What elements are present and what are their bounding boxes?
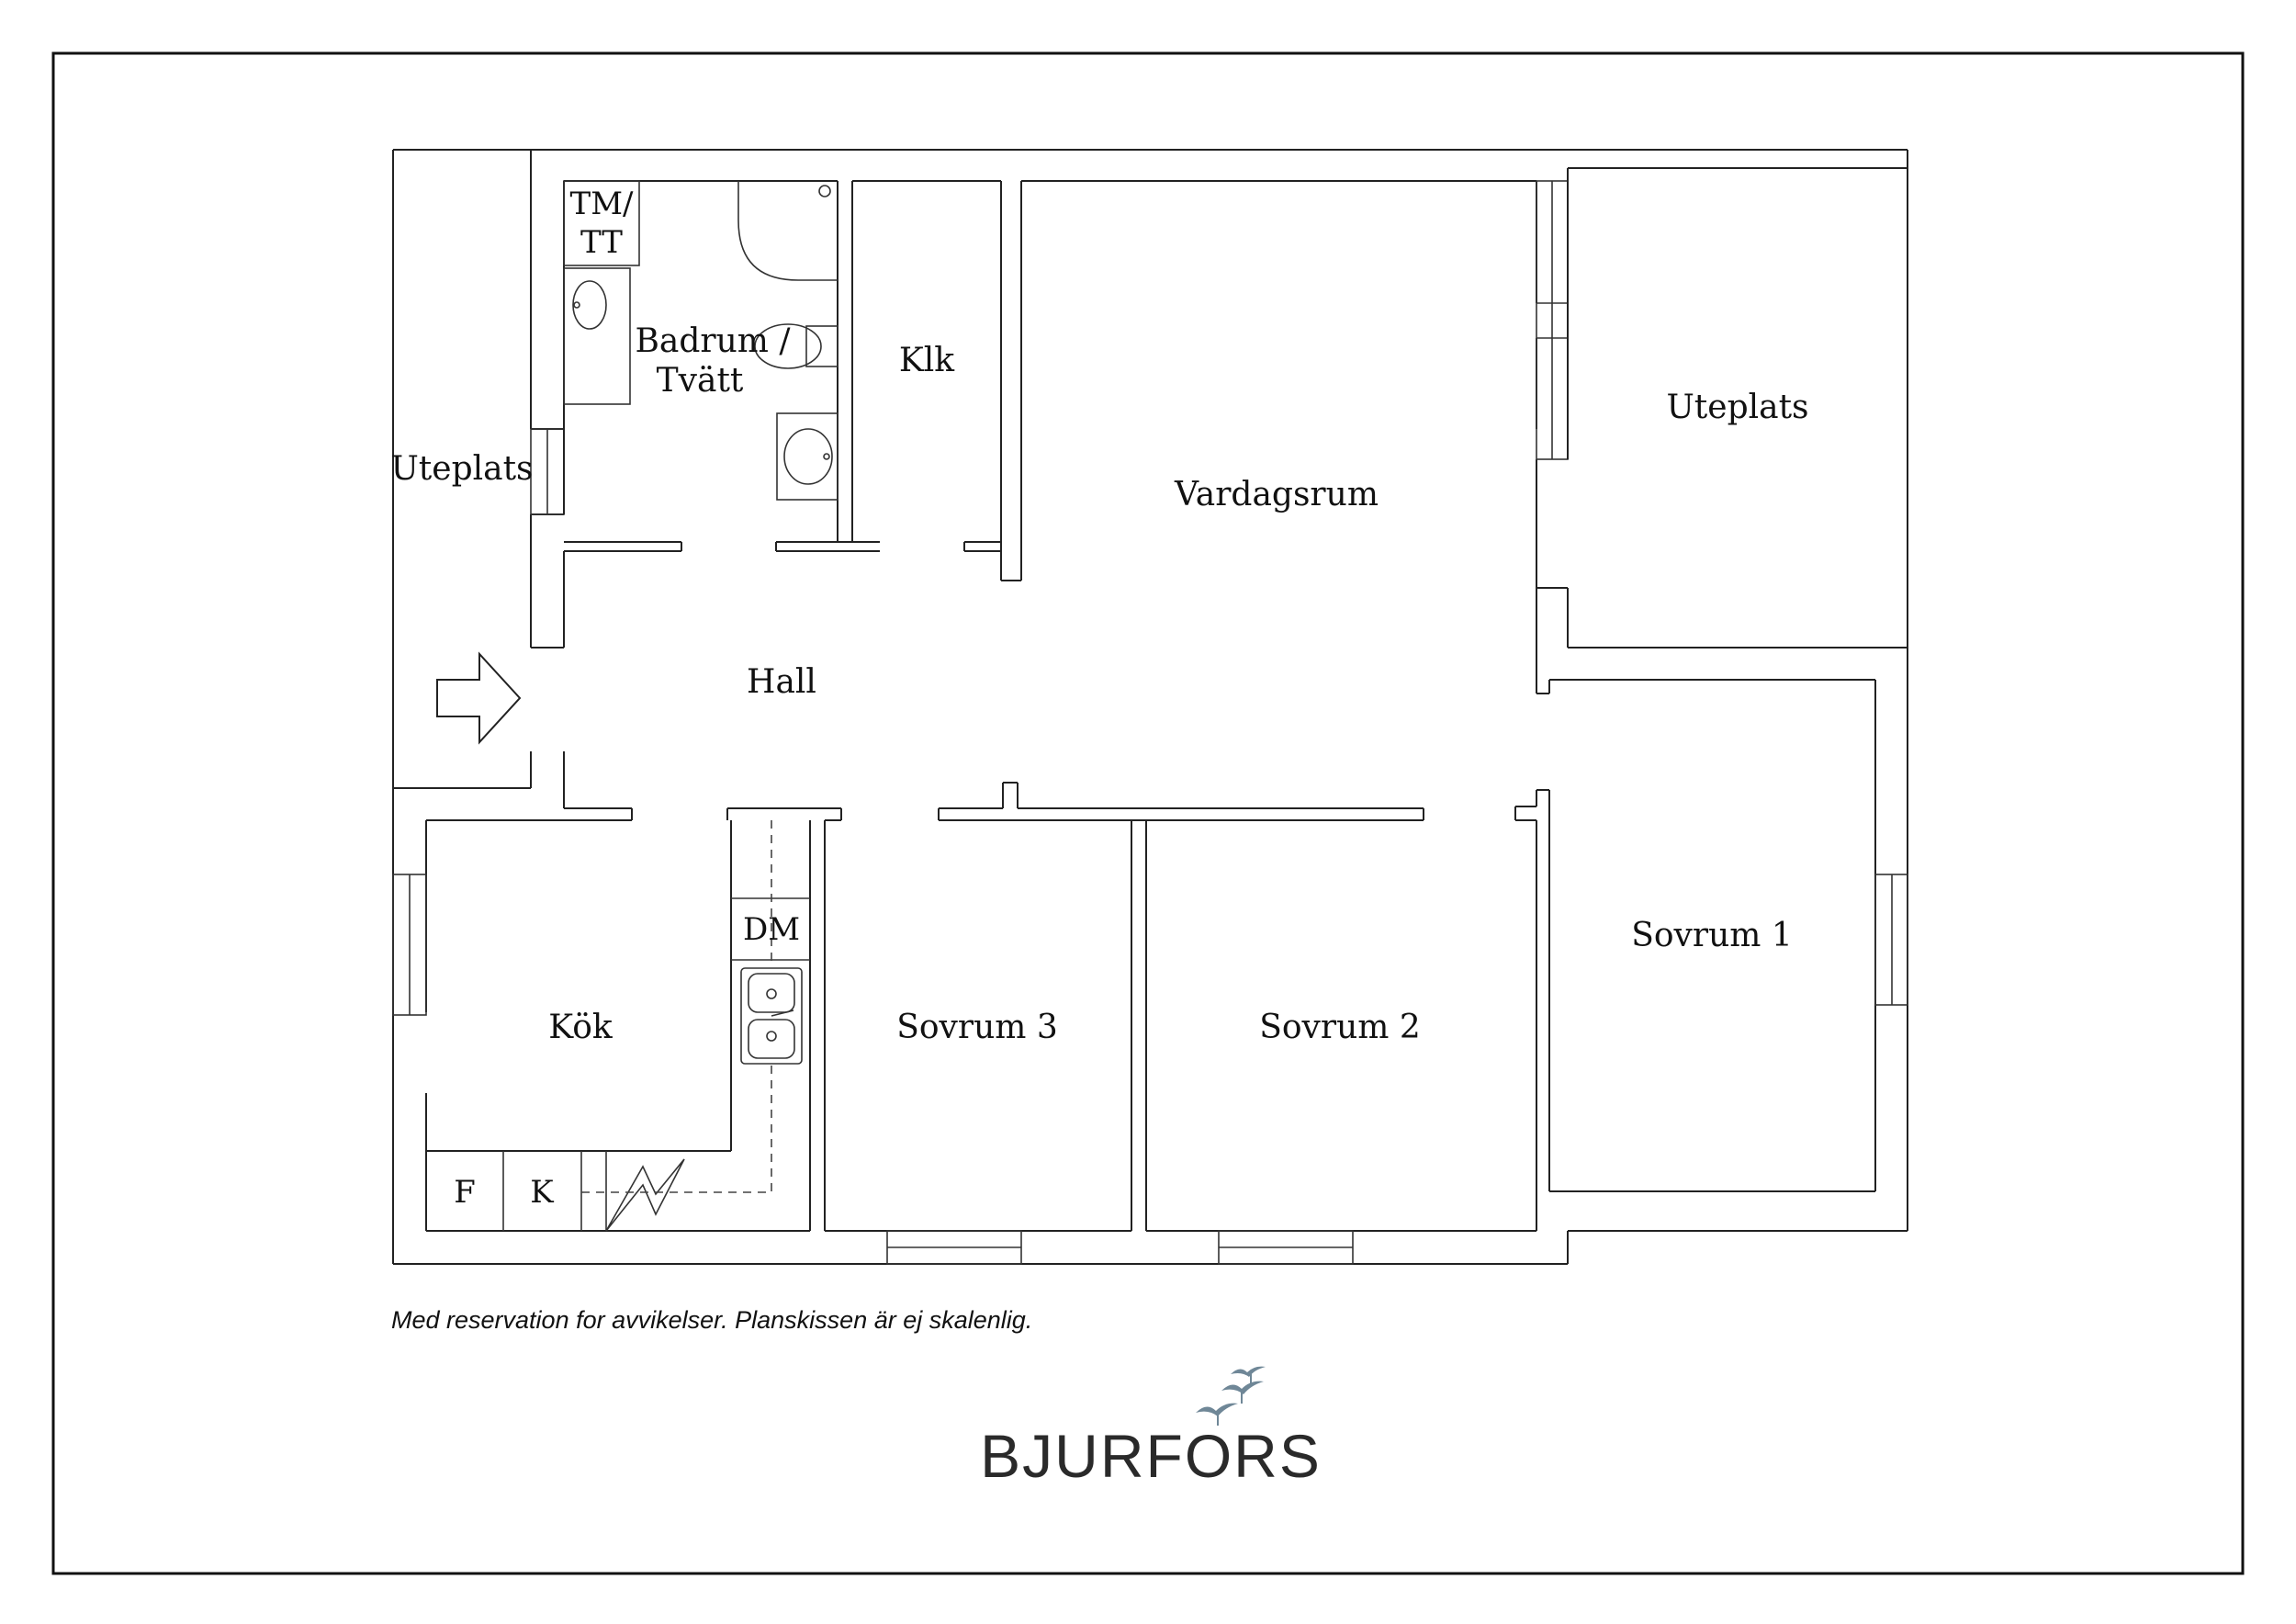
room-label-badrum-line1: Badrum / bbox=[635, 322, 791, 360]
sovrum1-walls bbox=[1514, 679, 1876, 1231]
vardagsrum-walls bbox=[1021, 180, 1568, 694]
hall-south-wall bbox=[426, 751, 1424, 821]
floor-plan: Uteplats Uteplats Badrum / Tvätt Klk Var… bbox=[390, 149, 1908, 1265]
window-uteplats-left bbox=[530, 428, 565, 515]
room-label-uteplats-right: Uteplats bbox=[1666, 389, 1808, 426]
room-label-badrum-line2: Tvätt bbox=[657, 362, 744, 400]
kok-walls bbox=[425, 820, 811, 1232]
brand-wordmark: BJURFORS bbox=[980, 1422, 1322, 1490]
fixture-label-dm: DM bbox=[743, 911, 800, 948]
uteplats-right-area bbox=[1567, 167, 1908, 648]
toilet-icon bbox=[754, 323, 838, 369]
tm-tt-box bbox=[563, 180, 640, 266]
room-label-hall: Hall bbox=[747, 663, 816, 701]
fixture-label-freezer: K bbox=[530, 1174, 554, 1211]
room-label-vardagsrum: Vardagsrum bbox=[1174, 476, 1379, 513]
kitchen-sink-icon bbox=[740, 967, 803, 1065]
disclaimer-text: Med reservation for avvikelser. Planskis… bbox=[391, 1306, 1032, 1334]
window-sovrum3 bbox=[886, 1230, 1022, 1265]
room-label-sovrum3: Sovrum 3 bbox=[896, 1009, 1058, 1046]
fixture-label-tt: TT bbox=[580, 224, 623, 261]
page-frame bbox=[51, 51, 2245, 1575]
entrance-arrow-icon bbox=[436, 651, 522, 745]
window-sovrum1 bbox=[1874, 874, 1908, 1006]
kitchen-counter bbox=[502, 897, 810, 1231]
shower-corner bbox=[737, 181, 838, 281]
badrum-vanity-top bbox=[563, 267, 631, 405]
birds-icon bbox=[1196, 1366, 1266, 1426]
room-label-kok: Kök bbox=[548, 1009, 613, 1046]
counter-dashed-line bbox=[581, 820, 772, 1193]
window-kok bbox=[392, 874, 427, 1016]
stove-icon bbox=[605, 1158, 685, 1232]
fixture-label-tm: TM/ bbox=[570, 186, 634, 222]
window-sovrum2 bbox=[1218, 1230, 1354, 1265]
badrum-sink-lower bbox=[776, 412, 838, 501]
room-label-uteplats-left: Uteplats bbox=[390, 450, 533, 488]
fixture-label-fridge: F bbox=[454, 1174, 476, 1211]
brand-logo: BJURFORS bbox=[980, 1366, 1322, 1490]
room-label-sovrum2: Sovrum 2 bbox=[1259, 1009, 1421, 1046]
room-label-klk: Klk bbox=[899, 342, 955, 379]
window-vardagsrum bbox=[1536, 180, 1569, 460]
klk-walls bbox=[851, 180, 1022, 581]
room-label-sovrum1: Sovrum 1 bbox=[1631, 917, 1793, 954]
exterior-walls bbox=[392, 149, 1908, 1265]
